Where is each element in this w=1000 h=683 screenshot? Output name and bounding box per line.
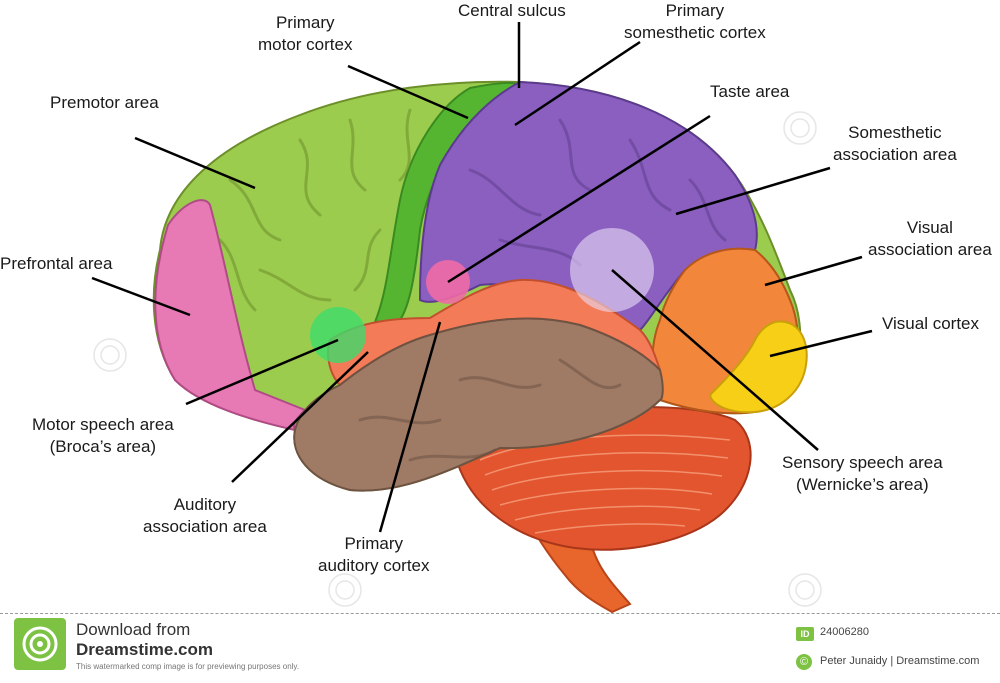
leader-motor-speech bbox=[185, 338, 339, 406]
label-prefrontal-area: Prefrontal area bbox=[0, 254, 113, 273]
label-somesthetic-association-area: Somesthetic association area bbox=[833, 123, 957, 164]
visual-cortex-region bbox=[708, 320, 808, 414]
id-badge: ID bbox=[796, 627, 814, 641]
copyright-icon: © bbox=[796, 654, 812, 670]
leader-sensory-speech bbox=[611, 269, 819, 451]
watermark-swirls bbox=[93, 111, 822, 607]
temporal-region bbox=[293, 317, 664, 492]
dreamstime-link[interactable]: Dreamstime.com bbox=[76, 640, 214, 659]
footer-divider bbox=[0, 613, 1000, 614]
label-primary-motor-cortex: Primary motor cortex bbox=[258, 13, 353, 54]
leader-visual-assoc bbox=[764, 255, 863, 287]
label-motor-speech-area: Motor speech area (Broca’s area) bbox=[32, 415, 174, 456]
label-sensory-speech-area: Sensory speech area (Wernicke’s area) bbox=[782, 453, 943, 494]
leader-lines bbox=[91, 22, 873, 533]
download-from-text: Download from bbox=[76, 620, 191, 639]
label-taste-area: Taste area bbox=[710, 82, 790, 101]
leader-visual-cortex bbox=[769, 329, 873, 358]
leader-primary-motor bbox=[347, 64, 469, 120]
label-primary-somesthetic-cortex: Primary somesthetic cortex bbox=[624, 1, 766, 42]
leader-prefrontal bbox=[91, 276, 191, 317]
leader-primary-somesthetic bbox=[514, 40, 641, 127]
leader-premotor bbox=[134, 136, 256, 190]
leader-auditory-assoc bbox=[231, 351, 369, 483]
watermark-note: This watermarked comp image is for previ… bbox=[76, 662, 300, 671]
label-visual-cortex: Visual cortex bbox=[882, 314, 980, 333]
dreamstime-logo-icon bbox=[14, 618, 66, 670]
broca-highlight bbox=[310, 307, 366, 363]
label-premotor-area: Premotor area bbox=[50, 93, 159, 112]
label-auditory-association-area: Auditory association area bbox=[143, 495, 267, 536]
author-credit[interactable]: Peter Junaidy | Dreamstime.com bbox=[820, 655, 980, 667]
label-primary-auditory-cortex: Primary auditory cortex bbox=[318, 534, 430, 575]
leader-primary-auditory bbox=[378, 321, 442, 533]
leader-somesthetic-assoc bbox=[675, 166, 831, 216]
label-visual-association-area: Visual association area bbox=[868, 218, 992, 259]
leader-taste bbox=[447, 114, 711, 284]
image-id: 24006280 bbox=[820, 626, 869, 638]
download-footer bbox=[0, 613, 1000, 683]
label-central-sulcus: Central sulcus bbox=[458, 1, 566, 20]
